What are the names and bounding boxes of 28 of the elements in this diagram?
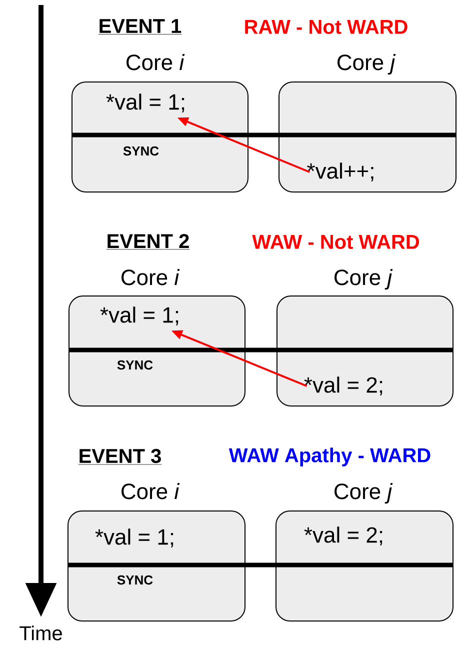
code-text: *val = 2;	[304, 526, 382, 546]
event-title: EVENT 3	[78, 448, 162, 465]
sync-label: SYNC	[117, 360, 153, 370]
core-box	[68, 483, 246, 622]
conflict-label: WAW - Not WARD	[252, 235, 420, 249]
code-text: *val = 1;	[95, 528, 174, 548]
core-box	[72, 54, 248, 192]
axis-label: Time	[20, 626, 62, 640]
event-title: EVENT 2	[106, 234, 190, 250]
core-label: Core i	[126, 54, 185, 70]
core-label: Core i	[122, 483, 180, 500]
core-label: Core j	[334, 269, 393, 290]
sync-label: SYNC	[123, 146, 159, 156]
conflict-label: WAW Apathy - WARD	[228, 448, 430, 466]
code-text: *val = 2;	[304, 376, 382, 396]
code-text: *val++;	[307, 162, 374, 182]
core-box	[276, 483, 454, 622]
core-label: Core j	[334, 483, 393, 504]
event-title: EVENT 1	[98, 19, 182, 34]
core-label: Core i	[122, 269, 180, 286]
conflict-label: RAW - Not WARD	[245, 20, 408, 34]
core-box	[278, 54, 456, 192]
sync-label: SYNC	[117, 575, 153, 585]
core-label: Core j	[338, 54, 396, 75]
core-box	[68, 269, 246, 406]
core-box	[276, 269, 454, 406]
code-text: *val = 1;	[100, 306, 178, 326]
code-text: *val = 1;	[106, 94, 184, 112]
